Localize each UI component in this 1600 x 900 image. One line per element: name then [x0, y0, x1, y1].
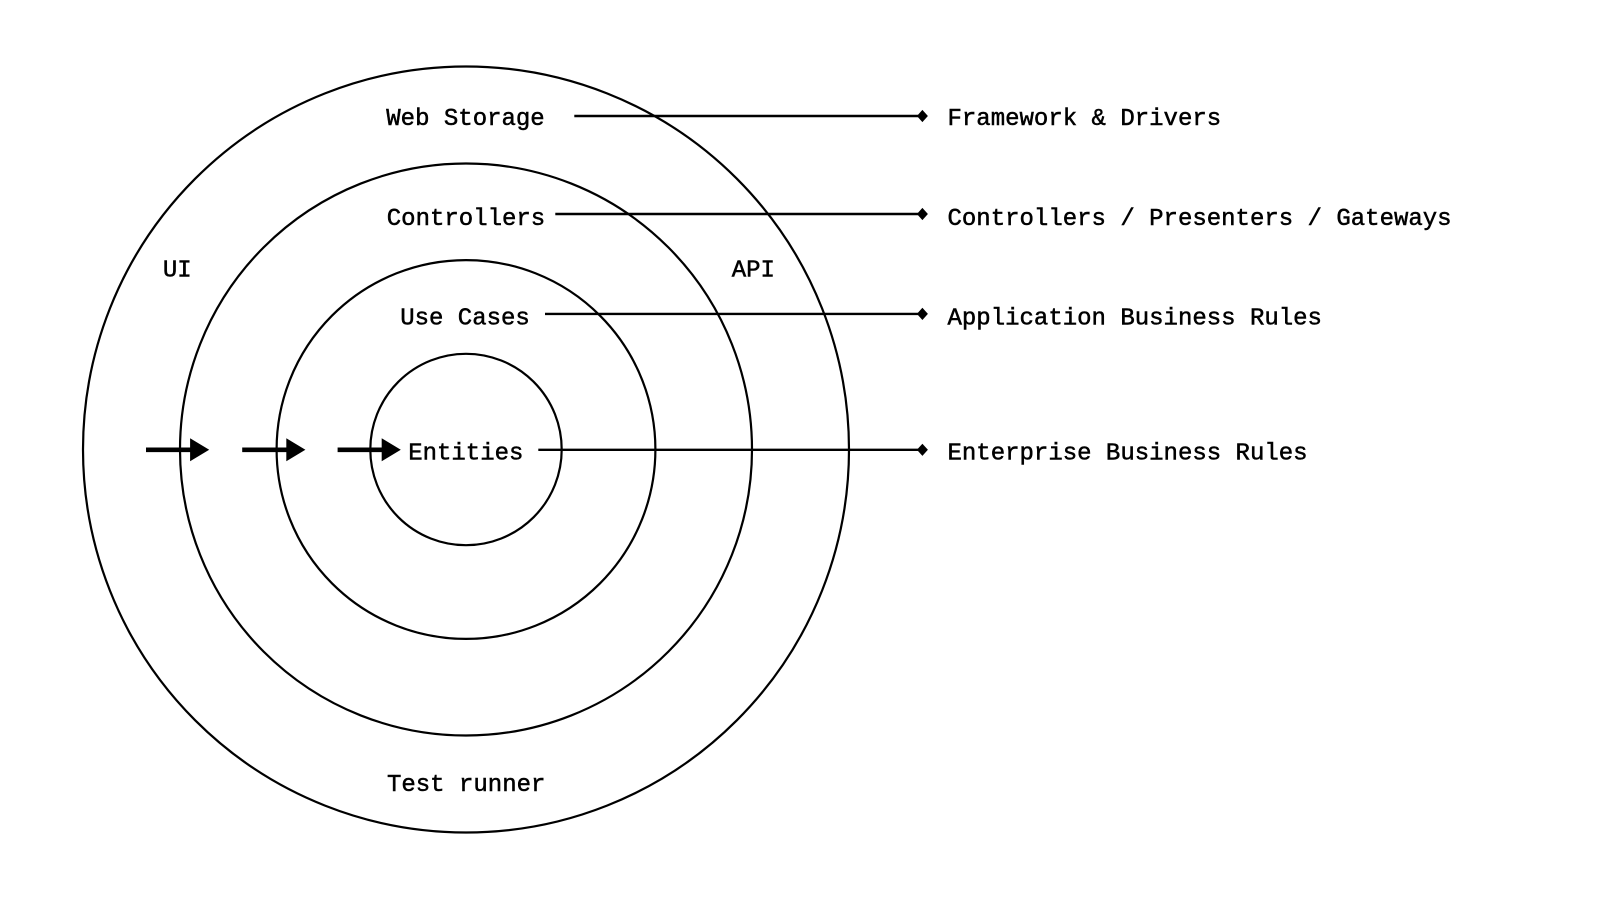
svg-text:Application Business Rules: Application Business Rules [948, 306, 1322, 333]
svg-text:UI: UI [163, 257, 192, 284]
svg-text:API: API [732, 257, 775, 284]
svg-text:Enterprise Business Rules: Enterprise Business Rules [948, 440, 1308, 467]
svg-text:Framework & Drivers: Framework & Drivers [948, 106, 1222, 133]
svg-text:Controllers: Controllers [387, 206, 545, 233]
svg-text:Use Cases: Use Cases [400, 306, 530, 333]
svg-text:Controllers / Presenters / Gat: Controllers / Presenters / Gateways [948, 206, 1452, 233]
svg-text:Test runner: Test runner [387, 772, 545, 799]
svg-text:Web Storage: Web Storage [386, 106, 544, 133]
svg-text:Entities: Entities [408, 440, 523, 467]
